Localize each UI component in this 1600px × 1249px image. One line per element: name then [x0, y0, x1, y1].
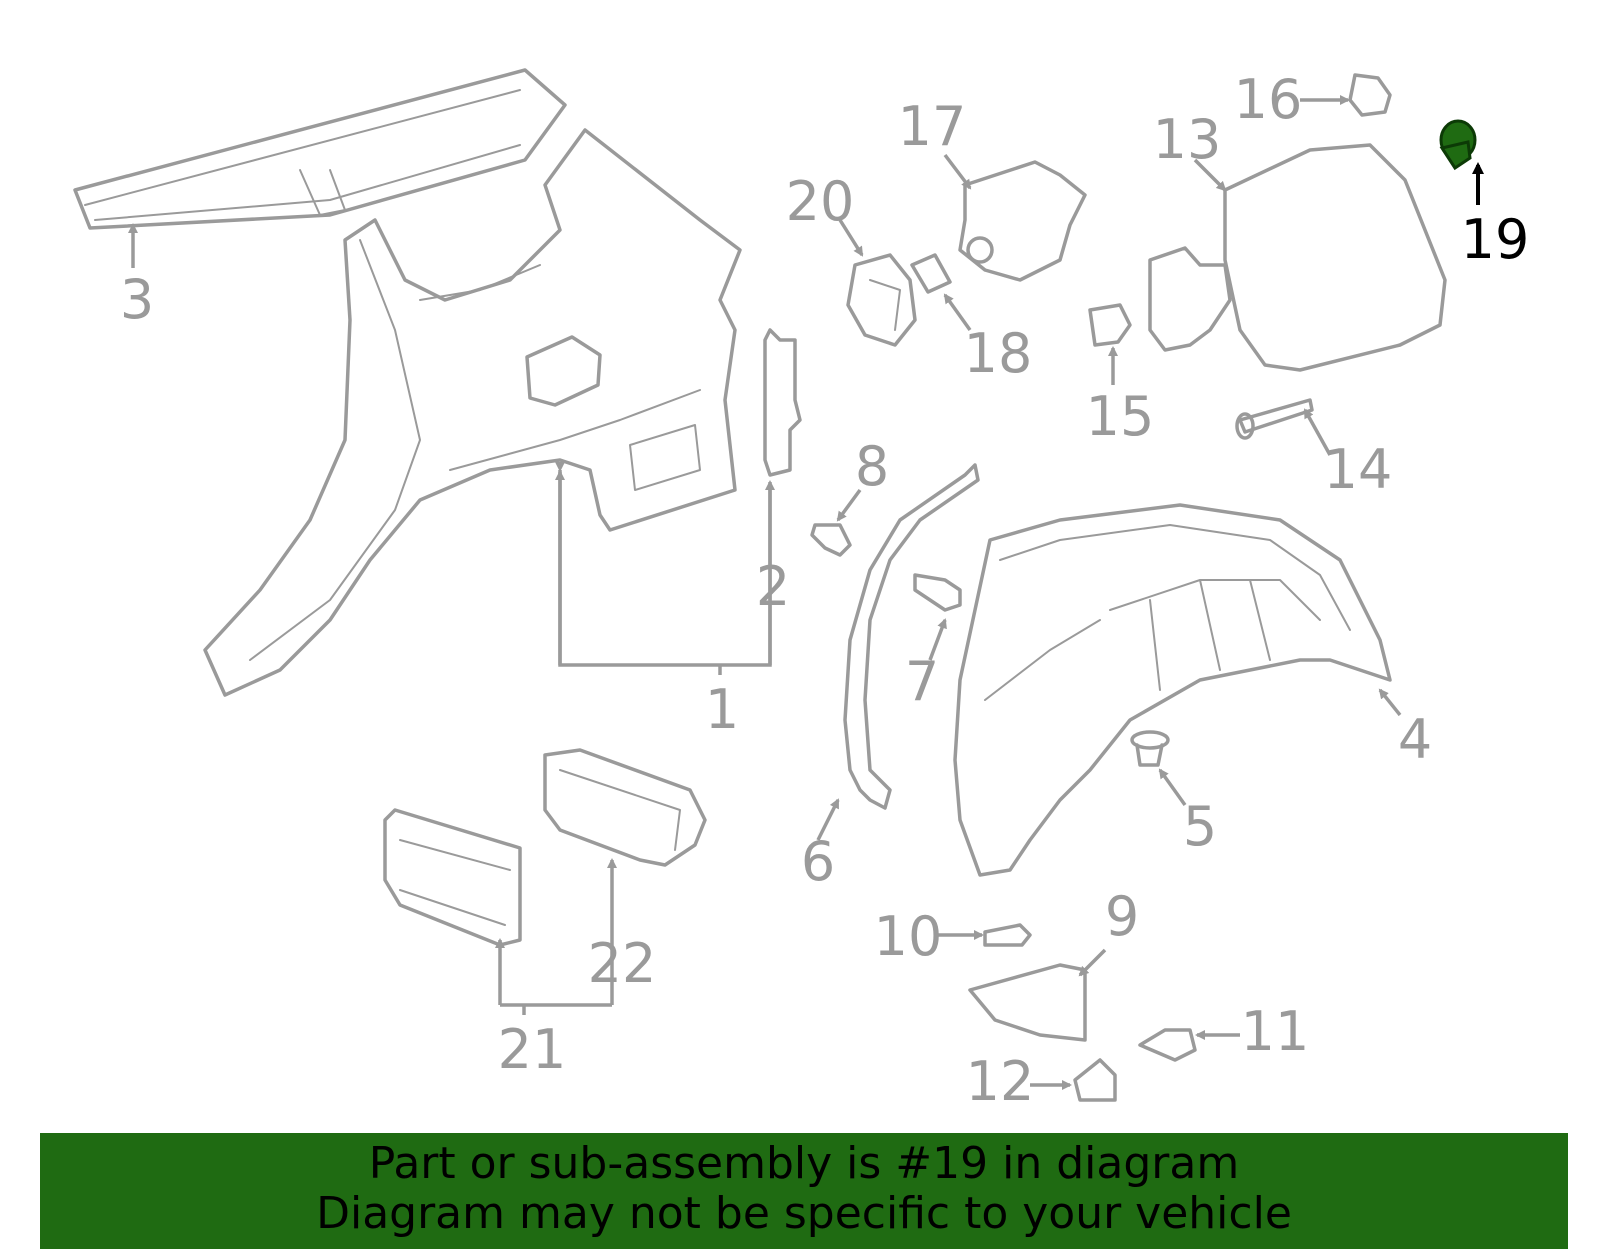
callout-11: 11	[1241, 1000, 1310, 1063]
callout-15: 15	[1086, 385, 1155, 448]
callout-labels: 1 2 3 4 5 6 7 8 9 10 11 12 13 14 15 16 1…	[120, 68, 1530, 1113]
callout-4: 4	[1398, 708, 1432, 771]
part-18-gasket	[910, 253, 952, 294]
callout-6: 6	[801, 830, 835, 893]
part-19-highlighted	[1439, 119, 1484, 205]
part-21-frame	[383, 808, 522, 947]
callout-10: 10	[874, 905, 943, 968]
part-20-housing	[846, 253, 917, 347]
part-9-bracket	[968, 963, 1087, 1042]
part-7-bolt	[913, 573, 962, 612]
part-1-quarter-panel	[203, 128, 742, 697]
part-22-housing	[543, 748, 707, 867]
leader-lines	[128, 95, 1402, 1090]
callout-2: 2	[756, 555, 790, 618]
banner-line-1: Part or sub-assembly is #19 in diagram	[368, 1138, 1240, 1189]
part-11-bolt	[1138, 1028, 1197, 1062]
part-4-liner	[953, 503, 1392, 877]
part-14-pin	[1235, 398, 1314, 440]
callout-7: 7	[905, 650, 939, 713]
leader-1-2	[555, 462, 775, 675]
callout-5: 5	[1183, 795, 1217, 858]
part-5-clip	[1130, 730, 1170, 767]
part-17-actuator	[958, 160, 1087, 282]
callout-9: 9	[1105, 885, 1139, 948]
banner-line-2: Diagram may not be specific to your vehi…	[316, 1188, 1292, 1239]
callout-17: 17	[898, 95, 967, 158]
info-banner: Part or sub-assembly is #19 in diagram D…	[40, 1133, 1568, 1249]
part-8-clip	[810, 523, 852, 557]
callout-18: 18	[964, 322, 1033, 385]
callout-8: 8	[855, 435, 889, 498]
part-13-fuel-door	[1148, 143, 1447, 372]
callout-12: 12	[966, 1050, 1035, 1113]
callout-19: 19	[1461, 208, 1530, 271]
part-2-bracket	[763, 328, 802, 477]
part-10-bolt	[983, 923, 1032, 947]
part-16-cap	[1348, 73, 1392, 117]
callout-22: 22	[588, 932, 657, 995]
part-15-bumper	[1088, 303, 1132, 347]
callout-13: 13	[1153, 108, 1222, 171]
callout-14: 14	[1324, 438, 1393, 501]
part-6-arch-molding	[843, 463, 980, 810]
part-12-nut	[1073, 1058, 1117, 1102]
callout-1: 1	[705, 678, 739, 741]
callout-3: 3	[120, 268, 154, 331]
part-3-roof-rail	[73, 68, 567, 230]
callout-21: 21	[498, 1018, 567, 1081]
callout-20: 20	[786, 170, 855, 233]
callout-16: 16	[1234, 68, 1303, 131]
